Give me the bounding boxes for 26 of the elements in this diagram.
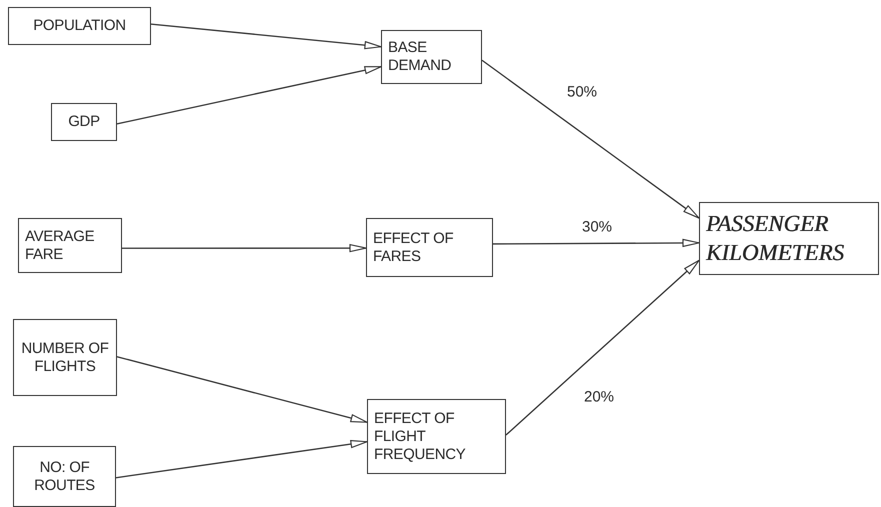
process-box (51, 103, 117, 141)
process-box (366, 218, 493, 277)
process-box (381, 30, 482, 84)
process-box (367, 399, 506, 474)
arrow (506, 260, 700, 436)
box-label: AVERAGE FARE (25, 228, 96, 264)
box-label: NO: OF ROUTES (33, 458, 96, 494)
process-box (699, 202, 879, 275)
box-label: EFFECT OF FARES (373, 230, 454, 266)
arrow (150, 23, 382, 50)
box-label: PASSENGER KILOMETERS (706, 210, 845, 266)
process-box (13, 446, 116, 507)
arrow (116, 66, 382, 125)
arrow (116, 356, 368, 423)
box-label: POPULATION (33, 17, 126, 35)
process-box (8, 7, 151, 45)
arrow (482, 60, 700, 219)
box-label: NUMBER OF FLIGHTS (20, 340, 110, 376)
process-box (13, 319, 117, 396)
box-label: EFFECT OF FLIGHT FREQUENCY (374, 410, 466, 464)
box-label: BASE DEMAND (388, 39, 452, 75)
arrow (116, 440, 368, 478)
arrow (493, 238, 700, 248)
box-label: GDP (68, 113, 100, 131)
process-box (18, 218, 122, 273)
arrow (122, 244, 367, 252)
